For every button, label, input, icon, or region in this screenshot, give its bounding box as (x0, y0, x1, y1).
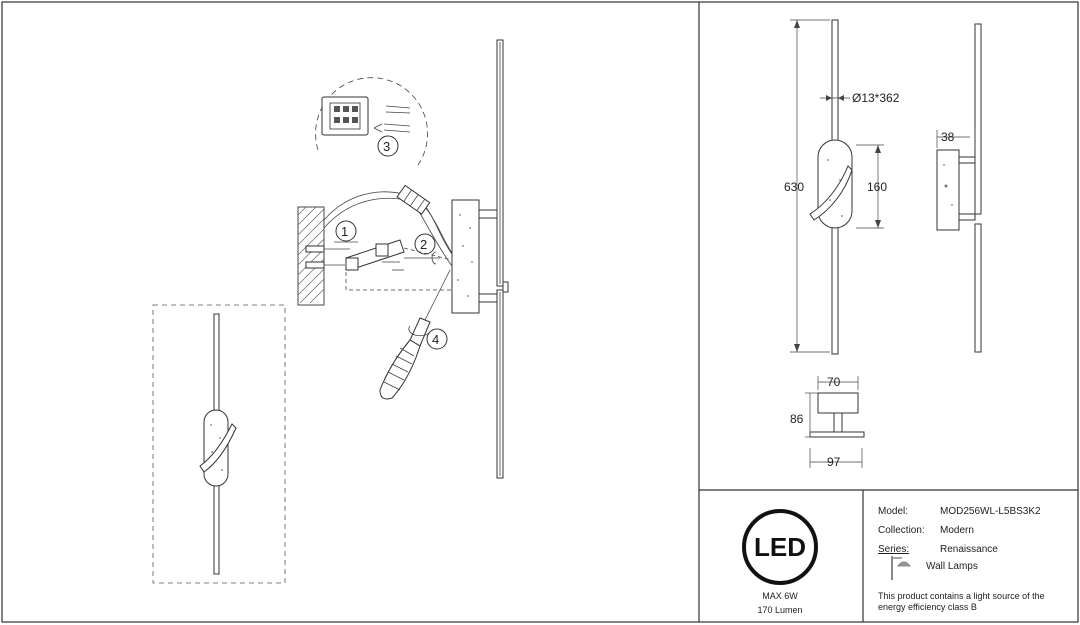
series-label: Series: (878, 544, 910, 555)
connector-detail (315, 77, 428, 166)
dim-diameter: Ø13*362 (852, 91, 900, 105)
dim-base-height: 160 (867, 180, 887, 194)
dimension-drawings: 630 Ø13*362 160 38 70 (784, 19, 982, 469)
collection-value: Modern (940, 525, 974, 536)
category-label: Wall Lamps (926, 561, 978, 572)
terminal-block (396, 184, 431, 215)
light-bar-side (496, 39, 504, 479)
side-bar-top (974, 23, 982, 215)
dim-side-depth: 38 (941, 130, 955, 144)
step-1-label: 1 (341, 224, 348, 239)
collection-label: Collection: (878, 525, 925, 536)
energy-note-line1: This product contains a light source of … (878, 591, 1045, 601)
mounting-bracket (345, 239, 453, 291)
front-view-box (152, 304, 286, 584)
side-bar-bottom (974, 223, 982, 353)
model-value: MOD256WL-L5BS3K2 (940, 506, 1041, 517)
model-label: Model: (878, 506, 909, 517)
dim-height: 630 (784, 180, 804, 194)
dim-bracket-base-width: 97 (827, 455, 841, 469)
dim-bracket-width: 70 (827, 375, 841, 389)
wall-lamp-icon (891, 556, 912, 580)
led-badge: LED MAX 6W 170 Lumen (742, 509, 818, 615)
lumen-label: 170 Lumen (757, 605, 802, 615)
power-label: MAX 6W (762, 591, 798, 601)
energy-note-line2: energy efficiency class B (878, 602, 977, 612)
series-value: Renaissance (940, 544, 998, 555)
step-2-label: 2 (420, 237, 427, 252)
step-4-label: 4 (432, 332, 439, 347)
installation-drawing: 1 2 (152, 39, 509, 584)
step-3-label: 3 (383, 139, 390, 154)
wall-hatch (297, 206, 325, 306)
wall-screws (305, 245, 350, 269)
dim-bracket-height: 86 (790, 412, 804, 426)
fixture-base (451, 199, 509, 314)
led-label: LED (754, 532, 806, 562)
screwdriver-icon (379, 269, 451, 400)
